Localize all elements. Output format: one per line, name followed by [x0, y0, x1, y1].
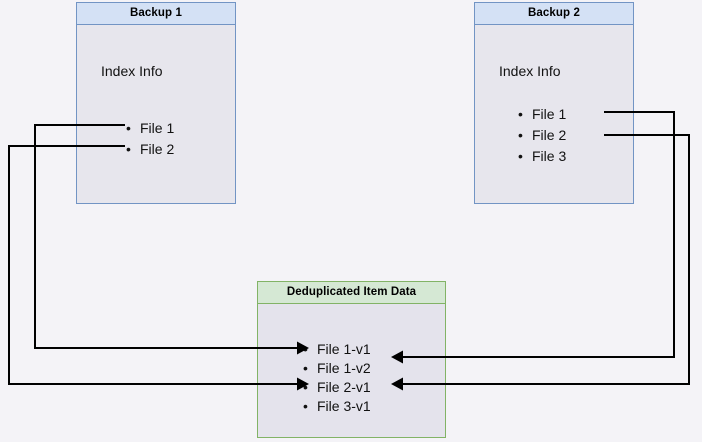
- list-item[interactable]: File 2: [126, 139, 174, 160]
- backup-1-index-info-label: Index Info: [101, 63, 163, 79]
- backup-2-index-info-label: Index Info: [499, 63, 561, 79]
- list-item[interactable]: File 1-v1: [303, 340, 371, 359]
- list-item[interactable]: File 3-v1: [303, 397, 371, 416]
- node-dedup-body: File 1-v1 File 1-v2 File 2-v1 File 3-v1: [258, 304, 445, 437]
- node-backup-1-body: Index Info File 1 File 2: [77, 25, 235, 203]
- backup-1-file-list: File 1 File 2: [126, 118, 174, 160]
- dedup-file-list: File 1-v1 File 1-v2 File 2-v1 File 3-v1: [303, 340, 371, 416]
- list-item[interactable]: File 1-v2: [303, 359, 371, 378]
- node-backup-2-body: Index Info File 1 File 2 File 3: [475, 25, 633, 203]
- node-backup-2[interactable]: Backup 2 Index Info File 1 File 2 File 3: [474, 2, 634, 204]
- node-dedup-title: Deduplicated Item Data: [258, 282, 445, 304]
- node-backup-1-title: Backup 1: [77, 3, 235, 25]
- node-backup-1[interactable]: Backup 1 Index Info File 1 File 2: [76, 2, 236, 204]
- backup-2-file-list: File 1 File 2 File 3: [518, 104, 566, 167]
- node-backup-2-title: Backup 2: [475, 3, 633, 25]
- node-deduplicated-item-data[interactable]: Deduplicated Item Data File 1-v1 File 1-…: [257, 281, 446, 438]
- list-item[interactable]: File 3: [518, 146, 566, 167]
- list-item[interactable]: File 1: [126, 118, 174, 139]
- list-item[interactable]: File 1: [518, 104, 566, 125]
- list-item[interactable]: File 2: [518, 125, 566, 146]
- list-item[interactable]: File 2-v1: [303, 378, 371, 397]
